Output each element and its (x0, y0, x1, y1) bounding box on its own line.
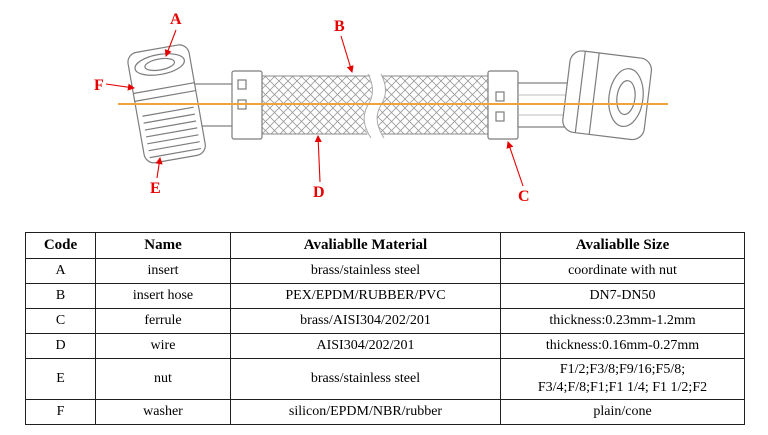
diagram-label-f: F (94, 77, 104, 94)
right-fitting (562, 50, 653, 141)
cell-name: ferrule (95, 308, 231, 334)
arrow-f (105, 83, 136, 91)
diagram-label-c: C (518, 188, 530, 205)
diagram-label-e: E (150, 180, 161, 197)
spec-table: Code Name Avaliablle Material Avaliablle… (25, 232, 745, 426)
table-row-c: C ferrule brass/AISI304/202/201 thicknes… (25, 308, 745, 334)
cell-name: nut (95, 357, 231, 401)
spec-table-container: Code Name Avaliablle Material Avaliablle… (0, 230, 768, 426)
cell-material: PEX/EPDM/RUBBER/PVC (230, 283, 501, 309)
left-nut-threads (142, 106, 202, 159)
header-name: Name (95, 232, 231, 259)
diagram-label-b: B (334, 18, 345, 35)
diagram-label-a: A (170, 11, 182, 28)
cell-name: insert hose (95, 283, 231, 309)
cell-size: DN7-DN50 (500, 283, 745, 309)
callout-arrows (105, 29, 524, 187)
arrow-d (314, 134, 322, 183)
table-row-d: D wire AISI304/202/201 thickness:0.16mm-… (25, 333, 745, 359)
cell-name: wire (95, 333, 231, 359)
cell-code: F (25, 399, 96, 426)
cell-size: F1/2;F3/8;F9/16;F5/8; F3/4;F/8;F1;F1 1/4… (500, 357, 745, 401)
cell-code: B (25, 283, 96, 309)
cell-code: E (25, 357, 96, 401)
header-material: Avaliablle Material (230, 232, 501, 259)
hose-diagram: A B F E D C (94, 11, 668, 205)
cell-size: coordinate with nut (500, 258, 745, 284)
arrow-e (155, 156, 163, 179)
cell-material: brass/stainless steel (230, 258, 501, 284)
cell-size: thickness:0.16mm-0.27mm (500, 333, 745, 359)
header-code: Code (25, 232, 96, 259)
cell-name: insert (95, 258, 231, 284)
cell-name: washer (95, 399, 231, 426)
arrow-c (506, 140, 524, 187)
cell-code: D (25, 333, 96, 359)
cell-material: silicon/EPDM/NBR/rubber (230, 399, 501, 426)
arrow-b (340, 35, 354, 74)
cell-size: plain/cone (500, 399, 745, 426)
table-row-f: F washer silicon/EPDM/NBR/rubber plain/c… (25, 399, 745, 426)
table-row-a: A insert brass/stainless steel coordinat… (25, 258, 745, 284)
table-row-b: B insert hose PEX/EPDM/RUBBER/PVC DN7-DN… (25, 283, 745, 309)
cell-material: AISI304/202/201 (230, 333, 501, 359)
table-row-e: E nut brass/stainless steel F1/2;F3/8;F9… (25, 357, 745, 401)
cell-code: C (25, 308, 96, 334)
arrow-a (164, 29, 177, 58)
cell-material: brass/AISI304/202/201 (230, 308, 501, 334)
cell-size: thickness:0.23mm-1.2mm (500, 308, 745, 334)
header-size: Avaliablle Size (500, 232, 745, 259)
cell-material: brass/stainless steel (230, 357, 501, 401)
diagram-label-d: D (313, 184, 325, 201)
callout-labels: A B F E D C (94, 11, 530, 205)
header-row: Code Name Avaliablle Material Avaliablle… (25, 232, 745, 259)
cell-code: A (25, 258, 96, 284)
